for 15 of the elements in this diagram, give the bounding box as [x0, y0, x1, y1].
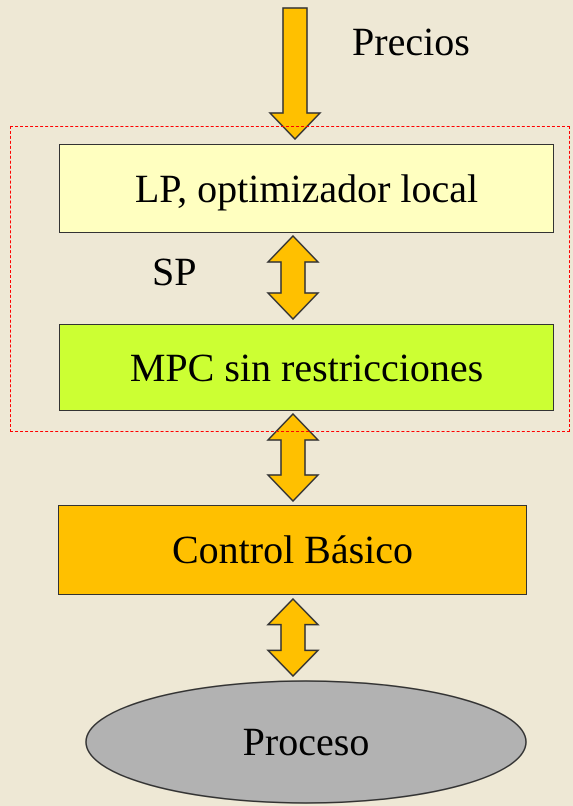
node-label: Control Básico [172, 528, 414, 572]
block-arrow [266, 234, 320, 320]
edge-label: SP [152, 250, 196, 294]
block-arrow [266, 412, 320, 502]
node-label: Proceso [242, 720, 370, 764]
block-arrow [268, 7, 322, 140]
node-label: LP, optimizador local [134, 166, 478, 210]
process-box [59, 324, 554, 411]
process-box [58, 505, 527, 595]
process-ellipse [85, 680, 527, 804]
edge-label: Precios [352, 20, 470, 64]
block-arrow [266, 598, 320, 678]
node-label: MPC sin restricciones [130, 346, 484, 390]
process-box [59, 144, 554, 233]
dashed-region [10, 126, 570, 432]
